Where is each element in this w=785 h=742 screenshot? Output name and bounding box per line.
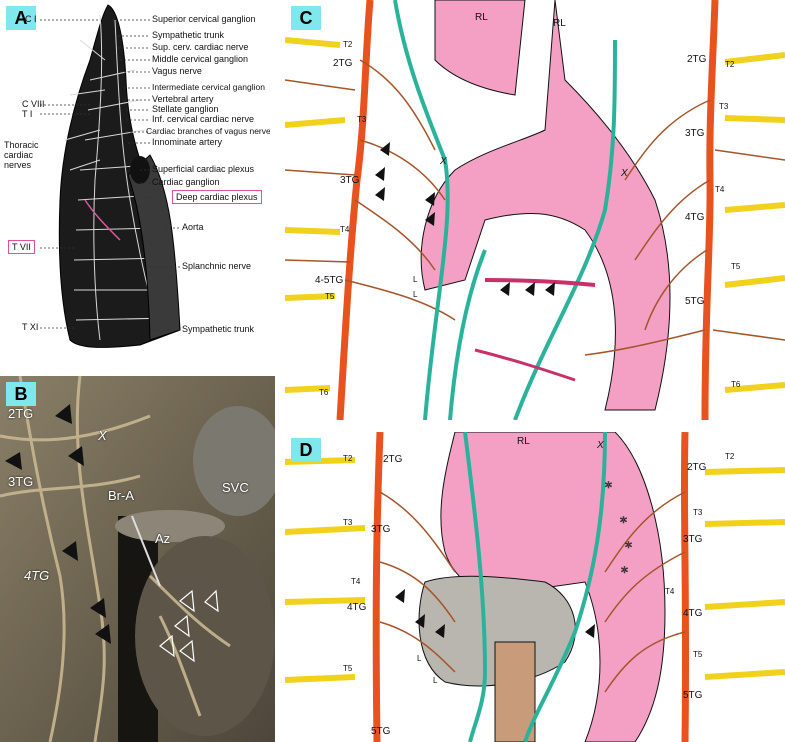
label-d-t2-left: T2 — [343, 454, 353, 463]
label-innominate-artery: Innominate artery — [152, 137, 223, 147]
label-c-3tg-left: 3TG — [340, 175, 360, 186]
label-c-5tg-right: 5TG — [685, 296, 705, 307]
label-b-3tg: 3TG — [8, 474, 34, 489]
label-c-x-left: X — [440, 156, 447, 167]
svg-text:*: * — [625, 540, 632, 556]
panel-b: B 2TG X 3TG Br-A SVC Az 4TG — [0, 376, 275, 742]
label-sympathetic-trunk-bottom: Sympathetic trunk — [182, 324, 255, 334]
label-d-3tg-right: 3TG — [683, 534, 703, 545]
label-d-l1: L — [417, 654, 422, 663]
label-d-5tg-left: 5TG — [371, 726, 391, 737]
label-d-t3-left: T3 — [343, 518, 353, 527]
label-sympathetic-trunk-top: Sympathetic trunk — [152, 30, 225, 40]
label-t1: T I — [22, 109, 33, 119]
label-c1: C I — [25, 14, 37, 24]
label-c-2tg-left: 2TG — [333, 58, 353, 69]
label-c-t6-right: T6 — [731, 380, 741, 389]
panel-b-photo — [0, 376, 275, 742]
label-d-2tg-right: 2TG — [687, 462, 707, 473]
label-d-2tg-left: 2TG — [383, 454, 403, 465]
label-c-2tg-right: 2TG — [687, 54, 707, 65]
label-c-3tg-right: 3TG — [685, 128, 705, 139]
label-stellate-ganglion: Stellate ganglion — [152, 104, 219, 114]
label-b-4tg: 4TG — [24, 568, 50, 583]
label-d-t2-right: T2 — [725, 452, 735, 461]
label-d-t5-left: T5 — [343, 664, 353, 673]
label-c-4tg-right: 4TG — [685, 212, 705, 223]
label-middle-cervical-ganglion: Middle cervical ganglion — [152, 54, 249, 64]
panel-a-letter: A — [6, 6, 36, 30]
label-d-4tg-right: 4TG — [683, 608, 703, 619]
label-vagus-nerve: Vagus nerve — [152, 66, 202, 76]
label-c-t5-right: T5 — [731, 262, 741, 271]
label-intermediate-cervical-ganglion: Intermediate cervical ganglion — [152, 82, 265, 92]
label-thoracic-cardiac-nerves: Thoracic cardiac nerves — [4, 140, 39, 170]
label-superficial-cardiac-plexus: Superficial cardiac plexus — [152, 164, 255, 174]
label-vertebral-artery: Vertebral artery — [152, 94, 214, 104]
label-c-4-5tg: 4-5TG — [315, 275, 344, 286]
label-c-t3-left: T3 — [357, 115, 367, 124]
label-cardiac-branches-vagus: Cardiac branches of vagus nerve — [146, 126, 270, 136]
label-c-t3-right: T3 — [719, 102, 729, 111]
label-d-t3-right: T3 — [693, 508, 703, 517]
panel-c: C RL RL T2 2TG T3 3TG T4 4-5TG T5 T6 X X… — [285, 0, 785, 420]
label-c-t6-left: T6 — [319, 388, 329, 397]
label-inf-cervical-cardiac-nerve: Inf. cervical cardiac nerve — [152, 114, 255, 124]
panel-d: **** D RL T2 2TG T3 3TG T4 4TG T5 5TG X … — [285, 432, 785, 742]
label-b-2tg: 2TG — [8, 406, 34, 421]
label-d-t4-left: T4 — [351, 577, 361, 586]
label-c-l2: L — [413, 290, 418, 299]
panel-c-letter: C — [291, 6, 321, 30]
label-c-l1: L — [413, 275, 418, 284]
panel-a-illustration — [40, 4, 181, 348]
label-sup-cerv-cardiac-nerve: Sup. cerv. cardiac nerve — [152, 42, 249, 52]
label-d-x: X — [597, 440, 604, 451]
label-d-5tg-right: 5TG — [683, 690, 703, 701]
panel-b-letter: B — [6, 382, 36, 406]
label-b-svc: SVC — [222, 480, 249, 495]
label-c-x-right: X — [621, 168, 628, 179]
label-c-t4-right: T4 — [715, 185, 725, 194]
label-b-az: Az — [155, 531, 171, 546]
label-c-t2-right: T2 — [725, 60, 735, 69]
label-c-t5-left: T5 — [325, 292, 335, 301]
label-d-rl: RL — [517, 436, 530, 447]
label-splanchnic-nerve: Splanchnic nerve — [182, 261, 252, 271]
label-d-t5-right: T5 — [693, 650, 703, 659]
label-d-3tg-left: 3TG — [371, 524, 391, 535]
label-b-bra: Br-A — [108, 488, 134, 503]
label-c-rl-right: RL — [553, 18, 566, 29]
svg-text:*: * — [605, 480, 612, 496]
label-t11: T XI — [22, 322, 39, 332]
svg-text:*: * — [620, 515, 627, 531]
label-deep-cardiac-plexus: Deep cardiac plexus — [172, 190, 262, 204]
panel-d-illustration: * * * * — [285, 432, 785, 742]
label-d-t4-right: T4 — [665, 587, 675, 596]
label-c-t2-left: T2 — [343, 40, 353, 49]
label-c-rl-left: RL — [475, 12, 488, 23]
svg-text:*: * — [621, 565, 628, 581]
panel-c-illustration — [285, 0, 785, 420]
panel-d-letter: D — [291, 438, 321, 462]
label-c8: C VIII — [22, 99, 45, 109]
label-c-t4-left: T4 — [340, 225, 350, 234]
label-b-x: X — [98, 428, 107, 443]
label-d-4tg-left: 4TG — [347, 602, 367, 613]
panel-a: A C I C VIII T I Thoracic cardiac nerves… — [0, 0, 270, 370]
label-d-l2: L — [433, 676, 438, 685]
label-t7: T VII — [8, 240, 35, 254]
label-aorta: Aorta — [182, 222, 204, 232]
label-cardiac-ganglion: Cardiac ganglion — [152, 177, 220, 187]
label-superior-cervical-ganglion: Superior cervical ganglion — [152, 14, 256, 24]
